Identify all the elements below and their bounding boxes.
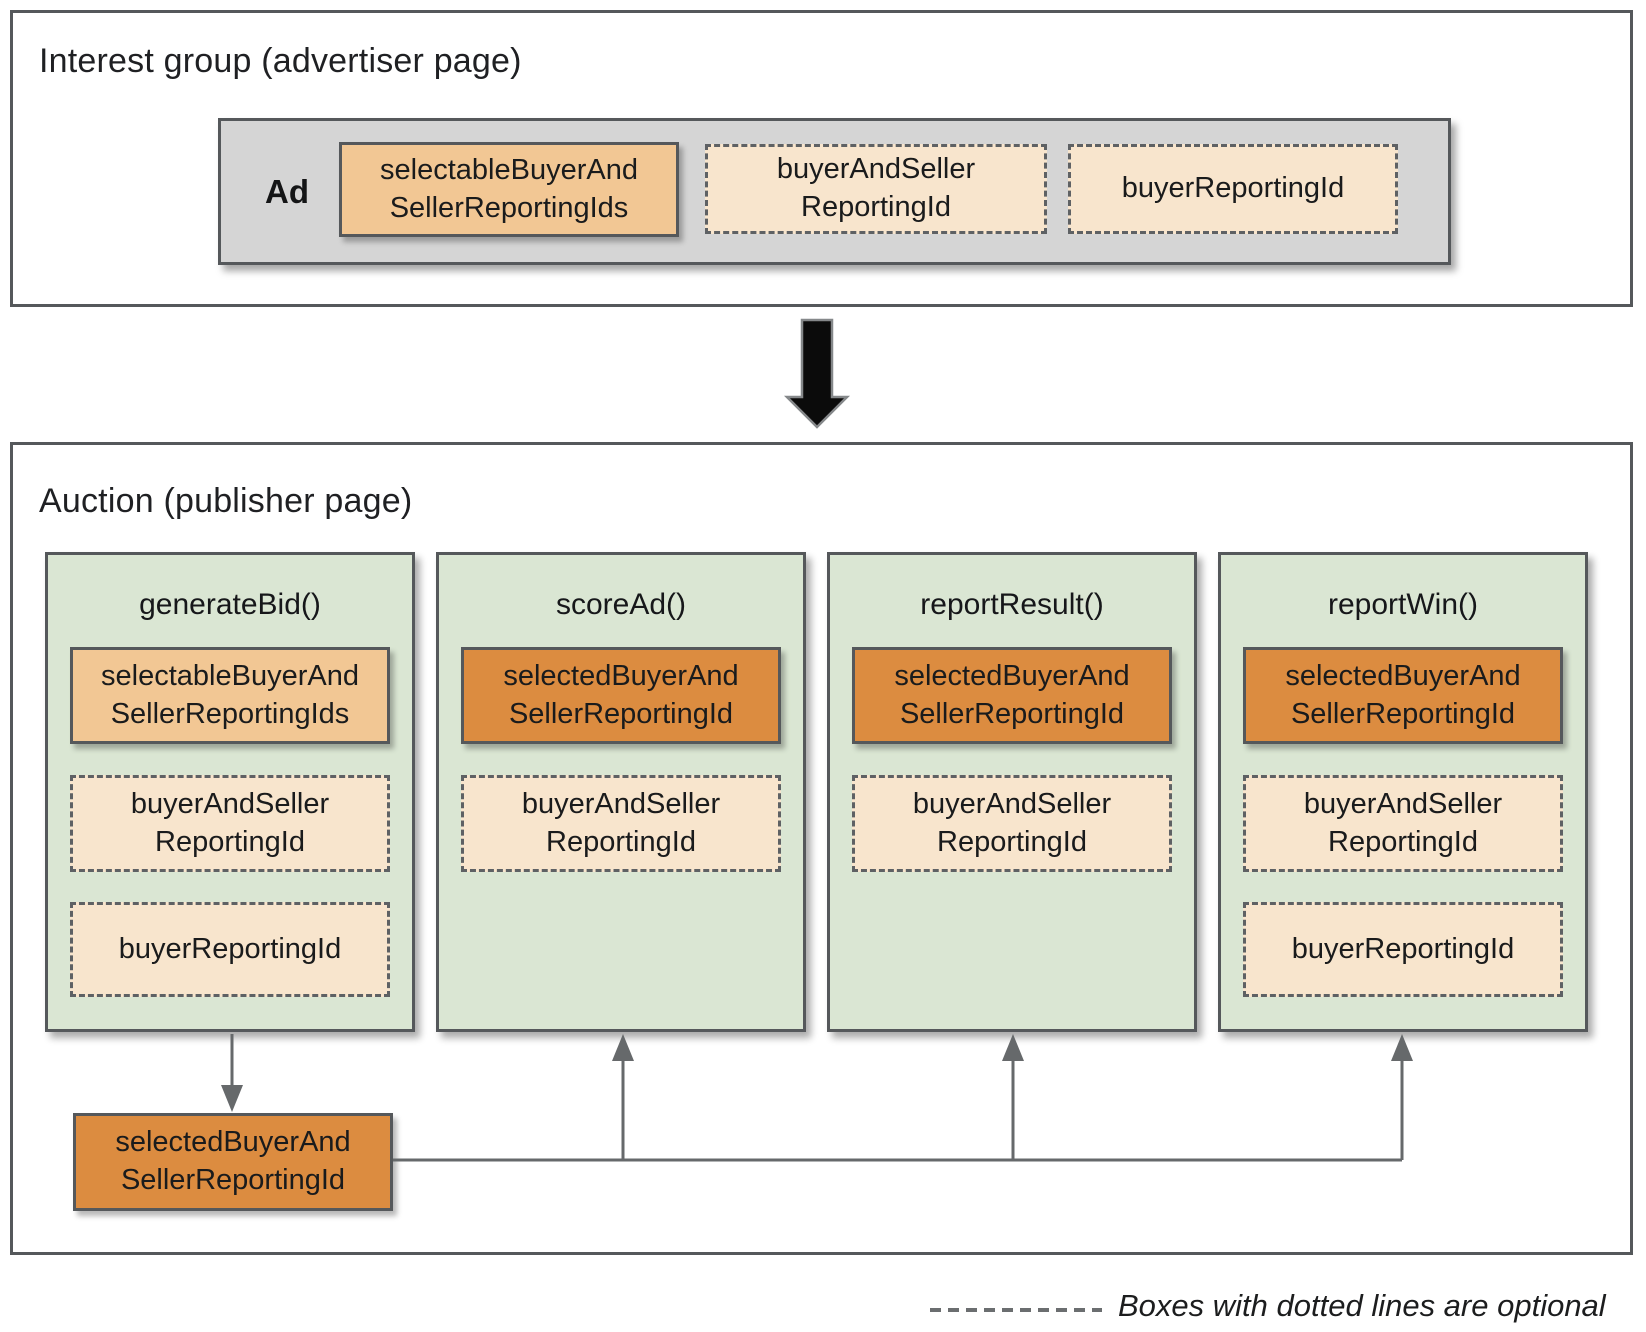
box-buyer-and-seller-reporting-id: buyerAndSeller ReportingId [70, 775, 390, 872]
legend-text: Boxes with dotted lines are optional [1118, 1288, 1606, 1323]
box-buyer-reporting-id: buyerReportingId [70, 902, 390, 997]
auction-title: Auction (publisher page) [39, 482, 413, 520]
box-selectable-buyer-and-seller-reporting-ids: selectableBuyerAnd SellerReportingIds [339, 142, 679, 237]
column-report-win: reportWin() selectedBuyerAnd SellerRepor… [1218, 552, 1588, 1032]
ad-container: Ad selectableBuyerAnd SellerReportingIds… [218, 118, 1451, 265]
column-score-ad: scoreAd() selectedBuyerAnd SellerReporti… [436, 552, 806, 1032]
legend-dashed-line-sample [930, 1308, 1102, 1312]
big-down-arrow-icon [783, 318, 851, 429]
interest-group-title: Interest group (advertiser page) [39, 42, 522, 80]
box-buyer-and-seller-reporting-id: buyerAndSeller ReportingId [852, 775, 1172, 872]
interest-group-section: Interest group (advertiser page) Ad sele… [10, 10, 1633, 307]
box-selected-buyer-and-seller-reporting-id: selectedBuyerAnd SellerReportingId [461, 647, 781, 744]
box-buyer-and-seller-reporting-id: buyerAndSeller ReportingId [1243, 775, 1563, 872]
box-buyer-and-seller-reporting-id: buyerAndSeller ReportingId [461, 775, 781, 872]
column-generate-bid: generateBid() selectableBuyerAnd SellerR… [45, 552, 415, 1032]
column-generate-bid-title: generateBid() [139, 588, 321, 621]
box-buyer-reporting-id: buyerReportingId [1243, 902, 1563, 997]
box-selectable-buyer-and-seller-reporting-ids: selectableBuyerAnd SellerReportingIds [70, 647, 390, 744]
box-buyer-reporting-id: buyerReportingId [1068, 144, 1398, 234]
box-selected-buyer-and-seller-reporting-id: selectedBuyerAnd SellerReportingId [1243, 647, 1563, 744]
column-score-ad-title: scoreAd() [555, 588, 687, 621]
box-buyer-and-seller-reporting-id: buyerAndSeller ReportingId [705, 144, 1047, 234]
box-selected-buyer-and-seller-reporting-id: selectedBuyerAnd SellerReportingId [852, 647, 1172, 744]
column-report-result-title: reportResult() [920, 588, 1104, 621]
box-selected-buyer-and-seller-reporting-id-output: selectedBuyerAnd SellerReportingId [73, 1113, 393, 1211]
column-report-result: reportResult() selectedBuyerAnd SellerRe… [827, 552, 1197, 1032]
ad-label: Ad [265, 172, 309, 210]
column-report-win-title: reportWin() [1327, 588, 1478, 621]
